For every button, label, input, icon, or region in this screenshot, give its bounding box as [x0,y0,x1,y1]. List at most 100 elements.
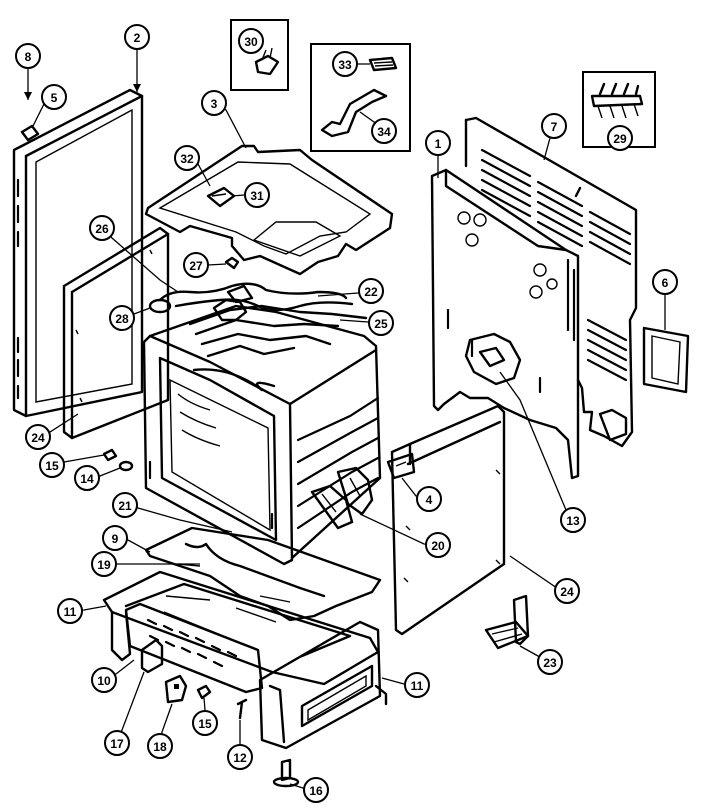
callout-c13: 13 [499,371,586,533]
callout-c22: 22 [317,278,384,304]
callout-c10: 10 [91,659,135,693]
oven-back-panel-part-1 [430,168,580,480]
callout-c28: 28 [109,305,151,331]
callout-number: 34 [377,125,391,139]
callout-c33: 33 [332,51,370,77]
wiring-harness-parts-22-25-26 [148,256,368,358]
callout-number: 5 [51,91,58,105]
callout-number: 29 [613,132,627,146]
callout-c18: 18 [147,703,173,759]
callout-number: 11 [64,605,77,619]
callout-number: 30 [244,35,258,49]
screw-part-15-bottom [196,684,212,700]
clip-part-18 [164,674,188,704]
callout-c24a: 24 [25,413,79,450]
callout-c27: 27 [183,252,227,278]
screw-part-15-top [102,448,118,462]
callout-number: 8 [25,50,32,64]
side-trim-panel-part-2 [12,88,144,418]
callout-number: 15 [198,717,212,731]
callout-number: 27 [189,259,203,273]
callout-number: 10 [97,674,111,688]
callout-number: 28 [115,312,129,326]
callout-number: 24 [560,585,574,599]
callout-c20: 20 [359,513,451,558]
leader-arrowhead [133,84,141,92]
callout-c8a: 8 [15,43,41,100]
callout-number: 14 [80,472,94,486]
callout-number: 4 [426,493,433,507]
callout-number: 19 [97,558,111,572]
callout-c1: 1 [425,130,451,178]
base-frame-part-11-right [258,620,388,750]
callout-bubble [404,672,430,698]
callout-bubble [104,730,130,756]
callout-c3: 3 [201,90,247,149]
leader-line [101,227,179,293]
callout-c15b: 15 [192,697,218,736]
vent-plate-part-6 [642,326,690,394]
hinge-part-20 [310,466,374,530]
callout-bubble [91,551,117,577]
callout-bubble [652,269,678,295]
screw-part-14 [118,460,134,472]
callout-bubble [238,28,264,54]
callout-c11b: 11 [381,672,430,698]
oven-bottom-panel-part-9 [144,526,382,622]
callout-number: 12 [233,751,247,765]
callout-number: 31 [250,189,264,203]
callout-number: 20 [431,539,445,553]
oven-side-panel-left-part-24 [62,226,170,440]
callout-bubble [332,51,358,77]
inset-box-parts-33-34 [310,43,411,152]
callout-bubble [554,578,580,604]
rear-cover-panel-part-7 [464,116,638,448]
leader-line [499,371,574,521]
callout-bubble [607,125,633,151]
oven-cavity-frame [142,304,382,566]
callout-number: 15 [45,459,59,473]
leveling-leg-part-16 [272,758,300,788]
callout-bubble [537,649,563,675]
base-frame-part-11-left [102,570,380,686]
inset-box-part-30 [230,19,289,91]
callout-c32: 32 [174,145,211,187]
callout-c29: 29 [607,125,633,151]
leader-arrowhead [24,92,32,100]
callout-bubble [425,532,451,558]
callout-number: 24 [31,431,45,445]
callout-c2: 2 [124,24,150,92]
callout-c25: 25 [339,310,394,336]
callout-c11a: 11 [57,598,107,624]
callout-bubble [560,507,586,533]
callout-c17: 17 [104,671,145,756]
callout-c9: 9 [102,525,151,553]
callout-bubble [102,525,128,551]
leg-bracket-part-23 [484,594,530,650]
callout-c23: 23 [519,645,563,675]
oven-side-panel-right-part-24 [390,404,506,636]
callout-bubble [124,24,150,50]
callout-c15a: 15 [39,452,105,478]
callout-number: 2 [134,31,141,45]
callout-bubble [89,215,115,241]
callout-c14: 14 [74,465,121,491]
clip-part-5 [20,124,40,142]
callout-c19: 19 [91,551,200,577]
callout-bubble [303,777,329,803]
callout-number: 18 [153,740,167,754]
callout-number: 17 [110,737,124,751]
callout-bubble [147,733,173,759]
callout-bubble [15,43,41,69]
callout-c16: 16 [289,777,329,803]
leader-line [124,504,233,533]
callout-c24b: 24 [509,555,580,604]
callout-bubble [358,278,384,304]
callout-c26: 26 [89,215,179,293]
callout-c4: 4 [401,477,442,512]
callout-bubble [201,90,227,116]
callout-number: 21 [118,499,132,513]
front-kick-rail-part-10 [124,602,264,694]
